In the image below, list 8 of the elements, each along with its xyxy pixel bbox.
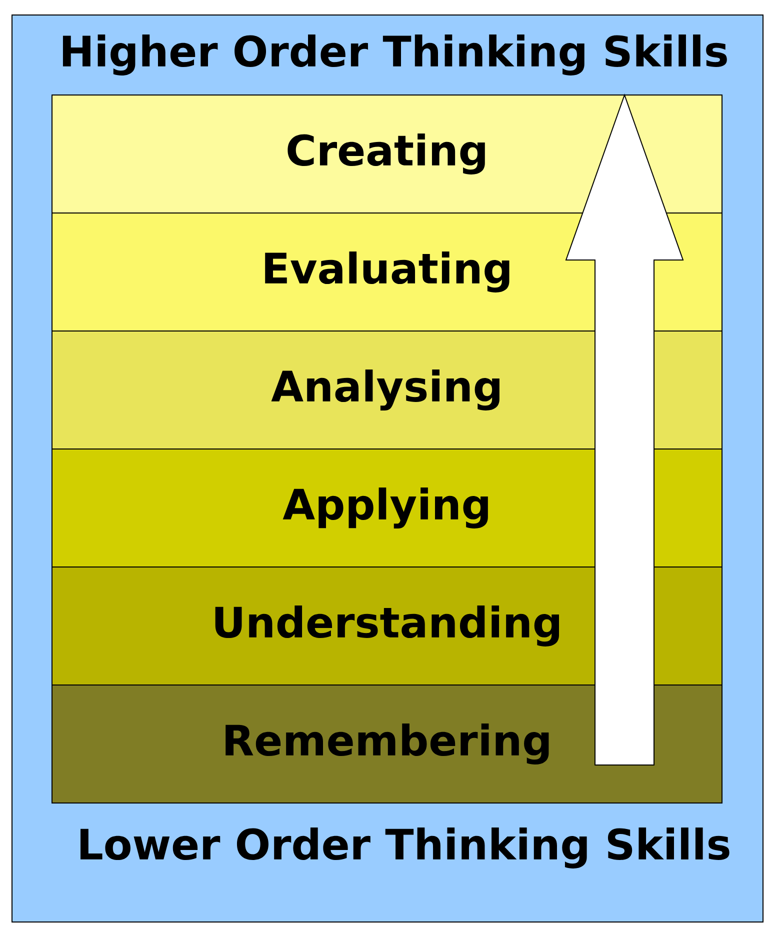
block-arrow [565,94,684,766]
level-band: Analysing [52,330,722,450]
heading: Lower Order Thinking Skills [80,828,730,868]
heading: Higher Order Thinking Skills [62,34,727,76]
level-band: Creating [52,94,722,214]
level-band: Understanding [52,566,722,686]
level-band: Applying [52,448,722,568]
level-band: Remembering [52,684,722,804]
